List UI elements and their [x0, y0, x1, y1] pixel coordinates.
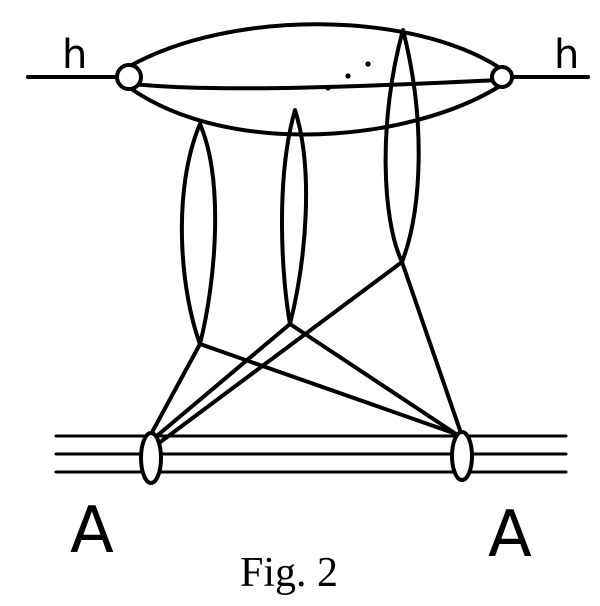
left-upper-vertex	[115, 63, 143, 91]
ellipsis-dots	[325, 61, 371, 91]
right-upper-vertex	[490, 65, 514, 89]
figure-caption: Fig. 2	[240, 550, 338, 596]
line-midloop-to-right-nucleus	[288, 322, 464, 440]
line-midloop-to-left-nucleus	[150, 322, 292, 442]
label-h-right: h	[554, 32, 579, 78]
line-leftloop-to-right-nucleus	[198, 342, 464, 438]
line-leftloop-to-left-nucleus	[148, 342, 202, 438]
left-nucleus-vertex	[139, 431, 163, 485]
bubble-top-arc	[128, 22, 502, 70]
loop-middle	[279, 108, 309, 326]
line-rightloop-to-left-nucleus	[153, 260, 404, 448]
bubble-bottom-arc	[128, 84, 502, 137]
label-a-left: A	[70, 494, 114, 568]
line-rightloop-to-right-nucleus	[400, 260, 464, 438]
right-nucleus-vertex	[450, 430, 474, 482]
bubble-middle-arc	[131, 78, 502, 91]
loop-right	[383, 28, 421, 264]
label-a-right: A	[488, 498, 532, 572]
label-h-left: h	[62, 32, 87, 78]
loop-left	[179, 122, 218, 346]
